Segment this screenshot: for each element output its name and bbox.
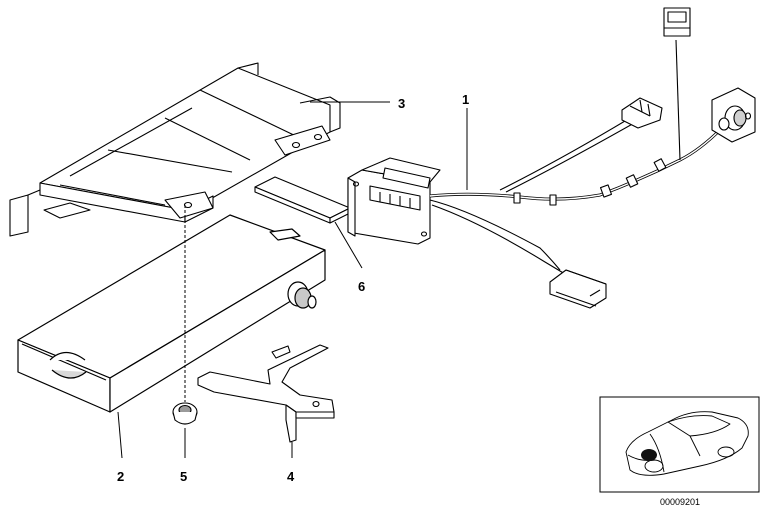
part-6-pad (254, 176, 351, 224)
part-2-control-unit (17, 214, 326, 413)
callout-6: 6 (358, 279, 365, 294)
callout-1: 1 (462, 92, 469, 107)
callout-labels: 1 2 3 4 5 6 (117, 92, 469, 484)
car-outline (625, 411, 749, 476)
part-3-bracket (9, 62, 341, 237)
vehicle-location-inset (599, 396, 760, 493)
callout-2: 2 (117, 469, 124, 484)
location-marker (641, 449, 657, 461)
part-1-wiring-harness (347, 7, 756, 309)
leader-lines (117, 101, 468, 459)
diagram-code: 00009201 (660, 497, 700, 507)
callout-3: 3 (398, 96, 405, 111)
callout-4: 4 (287, 469, 295, 484)
part-5-grommet (172, 402, 198, 425)
callout-5: 5 (180, 469, 187, 484)
part-4-bracket-plate (197, 344, 335, 443)
